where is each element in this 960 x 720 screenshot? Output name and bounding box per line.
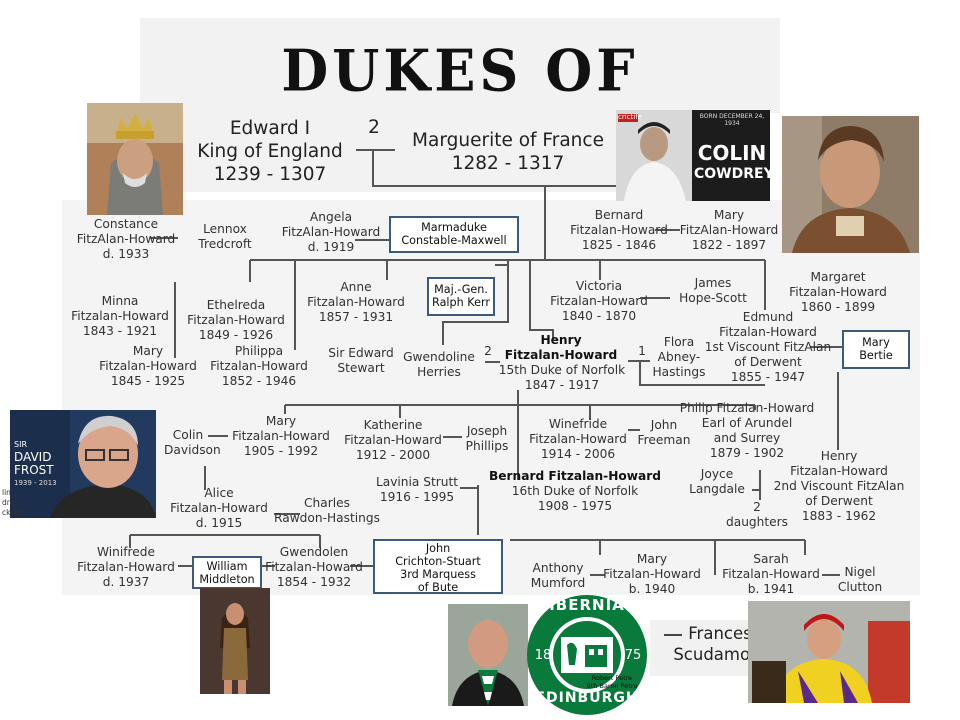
jockey-image	[748, 601, 910, 703]
edward-i-years: 1239 - 1307	[213, 164, 327, 185]
hibernian-year-right: 75	[624, 648, 642, 663]
frost-cutoff-caption: lin drey cketer)	[2, 488, 29, 517]
photo-man-scarf	[448, 604, 528, 706]
person-henry-15th-duke-name: Henry Fitzalan-Howard	[504, 333, 618, 362]
frost-sir-label: SIR	[14, 440, 27, 449]
box-ralph-kerr: Maj.-Gen. Ralph Kerr	[427, 277, 495, 316]
cowdrey-name-line2: COWDREY	[694, 166, 770, 182]
person-margaret: Margaret Fitzalan-Howard 1860 - 1899	[789, 270, 887, 314]
marriage-number-henry: 2	[484, 344, 492, 358]
cowdrey-born-label: BORN DECEMBER 24, 1934	[699, 113, 765, 127]
photo-model	[200, 588, 270, 694]
person-mary-1822: Mary FitzAlan-Howard 1822 - 1897	[679, 208, 779, 252]
person-ethelreda: Ethelreda Fitzalan-Howard 1849 - 1926	[187, 298, 285, 342]
person-bernard-1825: Bernard Fitzalan-Howard 1825 - 1846	[570, 208, 668, 252]
person-constance: Constance FitzAlan-Howard d. 1933	[76, 217, 176, 261]
frost-years-label: 1939 - 2013	[14, 479, 57, 487]
person-edmund: Edmund Fitzalan-Howard 1st Viscount Fitz…	[704, 310, 832, 384]
person-katherine: Katherine Fitzalan-Howard 1912 - 2000	[344, 418, 442, 462]
box-william-middleton-label: William Middleton	[199, 560, 255, 586]
person-john-freeman: John Freeman	[637, 418, 691, 447]
person-minna: Minna Fitzalan-Howard 1843 - 1921	[71, 294, 169, 338]
title-panel	[140, 18, 780, 113]
person-bernard-16th-duke-name: Bernard Fitzalan-Howard	[488, 469, 662, 483]
person-winefride: Winefride Fitzalan-Howard 1914 - 2006	[529, 417, 627, 461]
box-marmaduke: Marmaduke Constable-Maxwell	[389, 216, 519, 253]
person-alice: Alice Fitzalan-Howard d. 1915	[170, 486, 268, 530]
frost-image	[10, 410, 156, 518]
king-portrait-image	[87, 103, 183, 215]
person-colin-davidson: Colin Davidson	[164, 428, 221, 457]
frost-name-line2: FROST	[14, 463, 54, 477]
photo-colin-cowdrey: crictife BORN DECEMBER 24, 1934 COLIN CO…	[616, 110, 770, 201]
edward-panel	[170, 112, 620, 192]
person-edward-stewart: Sir Edward Stewart	[328, 346, 394, 375]
person-mary-1940: Mary Fitzalan-Howard b. 1940	[603, 552, 701, 596]
person-lennox: Lennox Tredcroft	[198, 222, 252, 251]
hibernian-bottom-text: EDINBURGH	[535, 690, 639, 706]
frost-name-line1: DAVID	[14, 450, 52, 464]
tree-panel	[62, 200, 920, 595]
person-james-hope-scott: James Hope-Scott	[679, 276, 747, 305]
box-marmaduke-label: Marmaduke Constable-Maxwell	[401, 221, 507, 247]
marguerite-years: 1282 - 1317	[451, 153, 565, 174]
person-victoria: Victoria Fitzalan-Howard 1840 - 1870	[550, 279, 648, 323]
hibernian-badge-icon	[527, 595, 647, 715]
photo-jockey	[748, 601, 910, 703]
person-nigel-clutton: Nigel Clutton	[837, 565, 883, 594]
person-angela: Angela FitzAlan-Howard d. 1919	[281, 210, 381, 254]
person-henry-2nd-viscount: Henry Fitzalan-Howard 2nd Viscount FitzA…	[773, 449, 905, 523]
person-joseph-phillips: Joseph Phillips	[465, 424, 509, 453]
photo-david-frost: SIR DAVID FROST 1939 - 2013	[10, 410, 156, 518]
person-sarah: Sarah Fitzalan-Howard b. 1941	[722, 552, 820, 596]
cowdrey-image	[616, 110, 770, 201]
edward-i-line1: Edward I	[229, 118, 311, 139]
box-ralph-kerr-label: Maj.-Gen. Ralph Kerr	[432, 283, 490, 309]
person-gwendolen: Gwendolen Fitzalan-Howard 1854 - 1932	[265, 545, 363, 589]
person-charles-rawdon-hastings: Charles Rawdon-Hastings	[274, 496, 380, 525]
person-henry-15th-duke-details: 15th Duke of Norfolk 1847 - 1917	[498, 363, 626, 392]
frances-connector	[664, 634, 682, 636]
model-image	[200, 588, 270, 694]
person-winifrede: Winifrede Fitzalan-Howard d. 1937	[77, 545, 175, 589]
person-bernard-16th-duke-details: 16th Duke of Norfolk 1908 - 1975	[511, 484, 639, 513]
person-anthony-mumford: Anthony Mumford	[530, 561, 586, 590]
marguerite-name: Marguerite of France	[412, 130, 604, 151]
person-lavinia: Lavinia Strutt 1916 - 1995	[375, 475, 459, 504]
person-joyce-langdale: Joyce Langdale	[689, 467, 745, 496]
box-william-middleton: William Middleton	[192, 556, 262, 589]
actor-portrait-image	[782, 116, 919, 253]
edward-i-line2: King of England	[197, 141, 343, 162]
box-john-crichton-stuart: John Crichton-Stuart 3rd Marquess of But…	[373, 539, 503, 594]
marriage-number-flora: 1	[638, 344, 646, 358]
hibernian-year-left: 18	[534, 648, 552, 663]
box-mary-bertie-label: Mary Bertie	[859, 336, 893, 362]
person-philip: Philip Fitzalan-Howard Earl of Arundel a…	[679, 401, 815, 460]
photo-king-portrait	[87, 103, 183, 215]
man-scarf-image	[448, 604, 528, 706]
person-anne: Anne Fitzalan-Howard 1857 - 1931	[307, 280, 405, 324]
person-mary-1845: Mary Fitzalan-Howard 1845 - 1925	[99, 344, 197, 388]
box-john-crichton-stuart-label: John Crichton-Stuart 3rd Marquess of But…	[395, 542, 481, 594]
person-gwendoline: Gwendoline Herries	[403, 350, 475, 379]
marriage-number-top: 2	[368, 117, 380, 138]
box-mary-bertie: Mary Bertie	[842, 330, 910, 369]
person-mary-1905: Mary Fitzalan-Howard 1905 - 1992	[232, 414, 330, 458]
person-frances-scudamore: Frances Scudamore	[673, 624, 767, 664]
hibernian-top-text: HIBERNIAN	[535, 596, 639, 614]
person-flora: Flora Abney- Hastings	[652, 335, 706, 379]
cowdrey-name-line1: COLIN	[697, 141, 767, 165]
photo-actor-portrait	[782, 116, 919, 253]
cowdrey-source-label: crictife	[618, 113, 642, 121]
hibernian-caption-petre: Robert Petre 9th Baron Petre	[586, 674, 638, 690]
label-two-daughters: 2 daughters	[725, 500, 789, 529]
person-philippa: Philippa Fitzalan-Howard 1852 - 1946	[210, 344, 308, 388]
